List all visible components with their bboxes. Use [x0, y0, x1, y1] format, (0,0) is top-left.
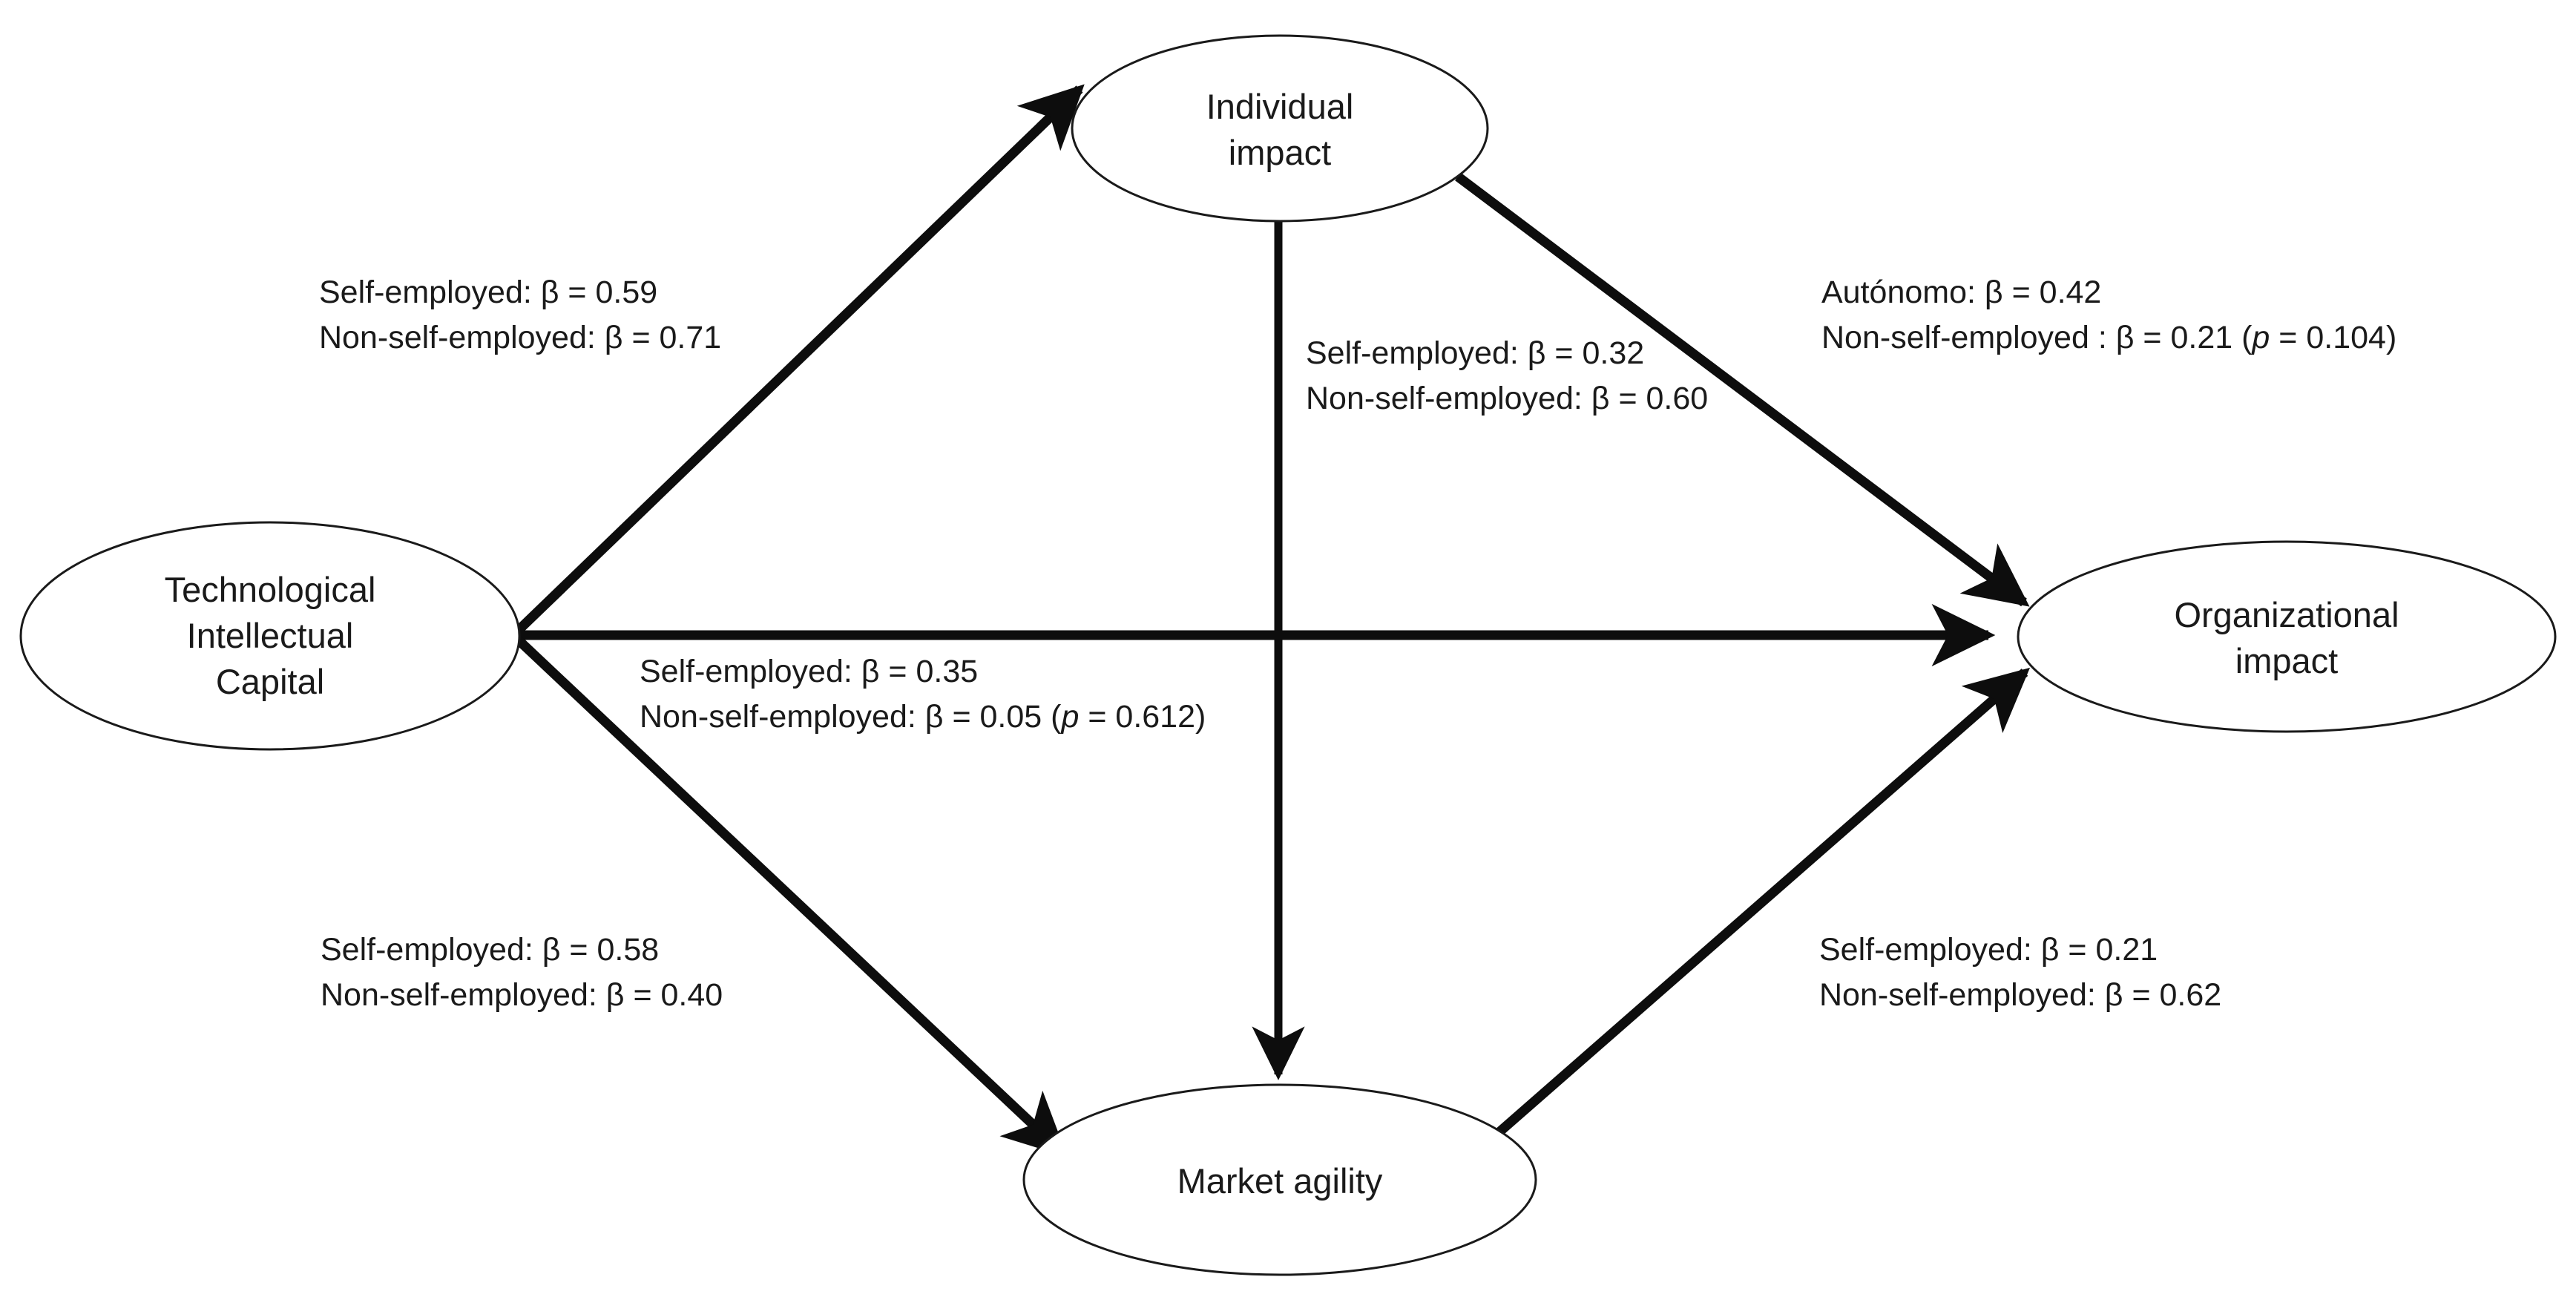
node-shape-individual-impact[interactable]: [1071, 34, 1489, 223]
edge-label-line-self-employed: Self-employed: β = 0.58: [321, 932, 660, 968]
edge-label-individual-impact-to-organizational-impact: Autónomo: β = 0.42 Non-self-employed : β…: [1821, 270, 2396, 361]
edge-label-text-post: = 0.104): [2270, 320, 2397, 356]
edge-line-market-agility-to-organizational-impact: [1493, 667, 2031, 1138]
edge-label-text-post: = 0.612): [1079, 699, 1206, 735]
edge-label-tic-to-individual-impact: Self-employed: β = 0.59 Non-self-employe…: [319, 270, 721, 361]
edge-label-individual-impact-to-market-agility: Self-employed: β = 0.32 Non-self-employe…: [1306, 331, 1708, 421]
edge-line-individual-impact-to-organizational-impact: [1455, 172, 2030, 607]
edge-lines: [512, 84, 2031, 1158]
edge-label-line-non-self-employed: Non-self-employed: β = 0.05 (p = 0.612): [640, 695, 1206, 740]
edge-label-line-self-employed: Self-employed: β = 0.21: [1819, 932, 2158, 968]
edge-label-line-non-self-employed: Non-self-employed: β = 0.40: [321, 977, 723, 1014]
edge-label-line-self-employed: Self-employed: β = 0.35: [640, 654, 979, 689]
node-shape-organizational-impact[interactable]: [2017, 540, 2557, 733]
edge-label-line-non-self-employed: Non-self-employed: β = 0.71: [319, 320, 722, 356]
edge-line-tic-to-market-agility: [513, 635, 1068, 1158]
edge-label-market-agility-to-organizational-impact: Self-employed: β = 0.21 Non-self-employe…: [1819, 927, 2221, 1018]
edge-label-line-non-self-employed: Non-self-employed: β = 0.60: [1306, 381, 1709, 417]
edge-label-text-pre: Non-self-employed : β = 0.21 (: [1821, 320, 2253, 356]
edge-label-tic-to-market-agility: Self-employed: β = 0.58 Non-self-employe…: [321, 927, 723, 1018]
edge-label-tic-to-organizational-impact: Self-employed: β = 0.35 Non-self-employe…: [640, 649, 1206, 740]
edge-label-line-non-self-employed: Non-self-employed: β = 0.62: [1819, 977, 2222, 1014]
edge-label-line-self-employed: Self-employed: β = 0.32: [1306, 335, 1645, 371]
edge-label-line-self-employed: Self-employed: β = 0.59: [319, 275, 658, 310]
edge-label-text-pre: Non-self-employed: β = 0.05 (: [640, 699, 1062, 735]
edge-label-p-symbol: p: [1061, 699, 1080, 735]
edge-label-line-non-self-employed: Non-self-employed : β = 0.21 (p = 0.104): [1821, 315, 2396, 361]
node-shape-market-agility[interactable]: [1022, 1083, 1537, 1276]
node-shapes: [19, 34, 2557, 1276]
node-shape-technological-intellectual-capital[interactable]: [19, 521, 521, 751]
edge-label-p-symbol: p: [2252, 320, 2270, 356]
edge-label-line-autonomo: Autónomo: β = 0.42: [1821, 275, 2102, 310]
edge-line-tic-to-individual-impact: [512, 84, 1085, 637]
